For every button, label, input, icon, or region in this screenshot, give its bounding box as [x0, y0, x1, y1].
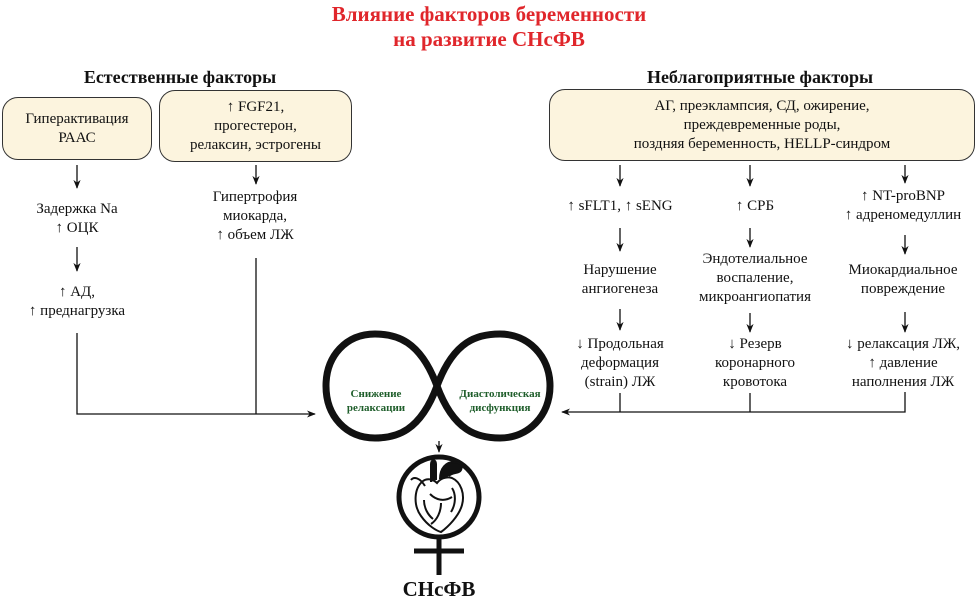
sflt1-seng-text: ↑ sFLT1, ↑ sENG [567, 198, 673, 214]
lv-relaxation-text: ↓ релаксация ЛЖ, ↑ давление наполнения Л… [845, 336, 961, 390]
raas-box: Гиперактивация РААС [2, 97, 152, 160]
adverse-factors-box: АГ, преэклампсия, СД, ожирение, преждевр… [549, 89, 975, 161]
crp-text: ↑ СРБ [735, 198, 775, 214]
hormones-box: ↑ FGF21, прогестерон, релаксин, эстроген… [159, 90, 352, 162]
natural-factors-heading: Естественные факторы [83, 67, 277, 87]
strain-text: ↓ Продольная деформация (strain) ЛЖ [576, 336, 664, 390]
diastolic-dysfunction-label: Диастолическая дисфункция [459, 388, 541, 414]
infinity-loop [322, 330, 554, 442]
heart-icon [410, 459, 464, 534]
hypertrophy-text: Гипертрофия миокарда, ↑ объем ЛЖ [212, 189, 298, 243]
adverse-factors-heading: Неблагоприятные факторы [646, 67, 874, 87]
myocardial-damage-text: Миокардиальное повреждение [848, 262, 958, 297]
angiogenesis-text: Нарушение ангиогенеза [581, 262, 659, 297]
diagram-title: Влияние факторов беременности на развити… [331, 2, 647, 51]
sodium-retention-text: Задержка Na ↑ ОЦК [36, 201, 118, 236]
hfpef-label: СНсФВ [402, 577, 476, 601]
coronary-reserve-text: ↓ Резерв коронарного кровотока [714, 336, 796, 390]
blood-pressure-text: ↑ АД, ↑ преднагрузка [28, 284, 126, 319]
right-collector-line [561, 392, 906, 416]
reduced-relaxation-label: Снижение релаксации [346, 388, 406, 414]
left-collector-line [76, 333, 316, 418]
ntprobnp-text: ↑ NT-proBNP ↑ адреномедуллин [844, 188, 962, 223]
endothelial-text: Эндотелиальное воспаление, микроангиопат… [699, 251, 811, 305]
